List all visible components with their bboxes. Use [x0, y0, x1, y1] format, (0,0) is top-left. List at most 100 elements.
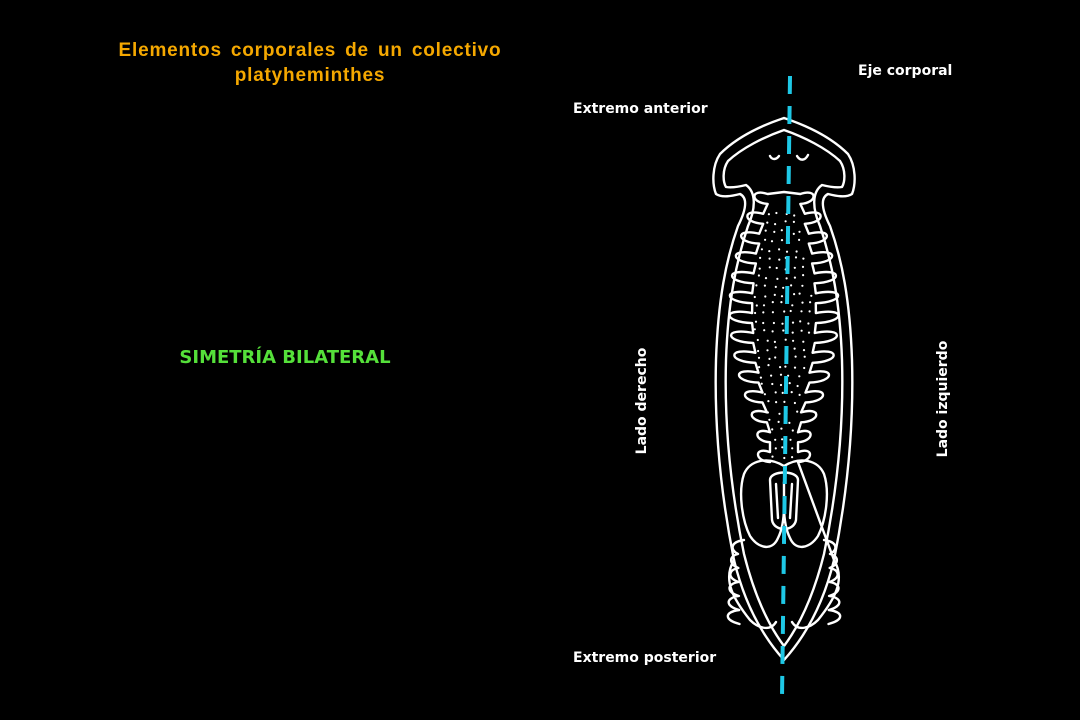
gut-dot: [793, 366, 797, 369]
gut-dot: [756, 338, 759, 342]
gut-dot: [789, 309, 792, 313]
gut-dot: [785, 277, 788, 280]
gut-dot: [774, 356, 777, 359]
gut-dot: [801, 301, 804, 304]
gut-outline: [726, 190, 842, 630]
gut-dot: [791, 429, 794, 432]
gut-dot: [762, 304, 766, 307]
gut-dot: [800, 310, 803, 313]
gut-dot: [807, 322, 810, 325]
gut-dot: [766, 339, 769, 342]
gut-dot: [809, 301, 812, 304]
gut-dot: [770, 240, 774, 243]
gut-dot: [789, 438, 792, 441]
gut-dot: [807, 331, 811, 334]
gut-dot: [764, 277, 768, 280]
gut-dot: [753, 328, 756, 331]
gut-dot: [774, 438, 777, 441]
gut-dot: [794, 256, 798, 259]
gut-dot: [780, 229, 783, 232]
gut-dot: [763, 284, 767, 287]
gut-dot: [788, 382, 791, 385]
gut-dot: [802, 257, 805, 260]
gut-dot: [802, 274, 805, 277]
label-extremo-anterior: Extremo anterior: [573, 101, 708, 117]
gut-dot: [801, 265, 805, 268]
gut-dot: [781, 438, 784, 441]
gut-dot: [766, 221, 769, 224]
gut-dot: [783, 310, 786, 313]
gut-dot: [778, 258, 781, 261]
symmetry-subtitle: SIMETRÍA BILATERAL: [179, 347, 391, 368]
gut-dot: [763, 393, 767, 396]
gut-dot: [768, 357, 771, 360]
gut-dot: [793, 276, 797, 279]
gut-dot: [798, 292, 801, 295]
gut-dot: [783, 456, 786, 460]
gut-dot: [779, 373, 783, 376]
gut-dot: [790, 284, 793, 287]
gut-dot: [791, 447, 794, 450]
gut-dot: [754, 311, 757, 315]
gut-dot: [760, 382, 763, 385]
gut-dot: [754, 320, 758, 323]
gut-dot: [777, 420, 780, 423]
gut-dot: [763, 329, 766, 332]
gut-dot: [791, 304, 794, 307]
gut-dot: [758, 366, 761, 369]
gut-dot: [803, 366, 806, 370]
gut-dot: [757, 356, 761, 359]
gut-dot: [759, 256, 762, 259]
gut-dot: [793, 214, 796, 217]
gut-dot: [798, 238, 801, 241]
gut-dot: [793, 293, 796, 296]
gut-dot: [757, 274, 761, 277]
gut-dot: [802, 340, 805, 343]
label-extremo-posterior: Extremo posterior: [573, 650, 717, 666]
gut-dot: [766, 411, 770, 414]
gut-dot: [755, 284, 758, 287]
gut-dot: [802, 349, 806, 352]
gut-dot: [798, 375, 801, 378]
right-eyespot: [795, 153, 810, 161]
gut-dot: [768, 266, 771, 269]
gut-dot: [764, 238, 767, 241]
gut-dot: [785, 250, 789, 253]
slide-title: Elementos corporales de un colectivo pla…: [118, 40, 502, 86]
gut-dot: [778, 248, 781, 251]
gut-dot: [774, 346, 777, 349]
gut-dot: [803, 355, 806, 358]
gut-dot: [808, 310, 811, 313]
gut-dot: [759, 376, 763, 379]
gut-dot: [768, 250, 771, 253]
gut-dot: [774, 391, 777, 394]
gut-dot: [798, 393, 801, 396]
gut-dot: [793, 401, 797, 405]
gut-dot: [793, 347, 796, 350]
gut-dot: [774, 223, 777, 226]
gut-dot: [778, 412, 781, 415]
gut-dot: [793, 266, 796, 269]
gut-dot: [771, 311, 775, 314]
gut-dot: [800, 329, 803, 332]
gut-dot: [788, 421, 791, 424]
gut-dot: [792, 220, 796, 223]
gut-dot: [772, 321, 776, 325]
gut-dot: [779, 383, 783, 387]
gut-dot: [775, 266, 778, 270]
gut-dot: [771, 455, 774, 458]
gut-dot: [792, 232, 795, 235]
gut-dot: [794, 355, 797, 358]
gut-dot: [773, 340, 777, 343]
gut-dot: [776, 277, 779, 280]
gut-dot: [768, 257, 771, 260]
gut-dot: [790, 391, 793, 394]
gut-dot: [792, 339, 795, 342]
gut-dot: [781, 446, 784, 449]
gut-dot: [796, 410, 799, 413]
gut-dot: [773, 230, 776, 233]
gut-dot: [784, 220, 787, 223]
gut-dot: [798, 230, 801, 233]
gut-dot: [771, 330, 774, 333]
